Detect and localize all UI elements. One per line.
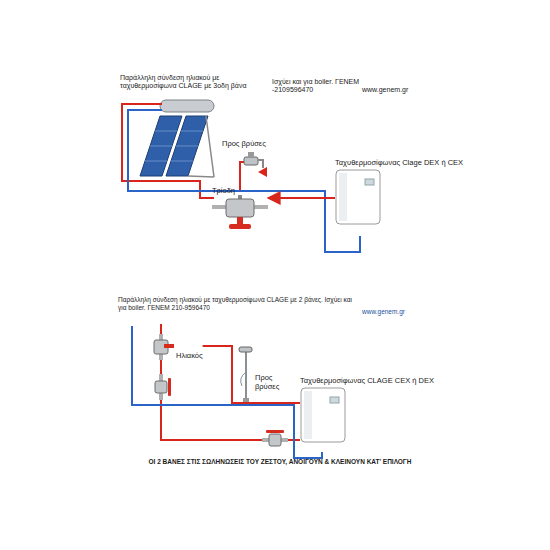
valve (155, 374, 171, 400)
note: Ισχύει και για boiler. ΓΕΝΕΜ -2109596470 (272, 78, 360, 95)
water-heater: Ταχυθερμοσίφωνας CLAGE CEX ή DEX (300, 376, 436, 443)
footnote: ΟΙ 2 ΒΑΝΕΣ ΣΤΙΣ ΣΩΛΗΝΩΣΕΙΣ ΤΟΥ ΖΕΣΤΟΥ, Α… (100, 458, 460, 466)
hot-water-pipe (268, 197, 335, 199)
node-label: Τρίοδη (212, 186, 268, 195)
node-label: Ηλιακός (176, 351, 203, 360)
node-label: Ταχυθερμοσίφωνας Clage DEX ή CEX (335, 158, 466, 167)
outlet-label: Προς βρύσες (255, 373, 293, 391)
shower (239, 347, 252, 402)
hot-pipe (122, 104, 214, 198)
valve: Ηλιακός (148, 334, 203, 360)
valve (262, 430, 288, 446)
node-label: Ταχυθερμοσίφωνας CLAGE CEX ή DEX (300, 376, 436, 385)
water-heater: Ταχυθερμοσίφωνας Clage DEX ή CEX (335, 158, 466, 225)
flow-arrow (258, 167, 267, 177)
hot-pipe (240, 162, 246, 190)
heading: Παράλληλη σύνδεση ηλιακού με ταχυθερμοσί… (118, 296, 354, 312)
cold-pipe (132, 326, 322, 458)
three-way-valve: Τρίοδη (212, 186, 268, 231)
heater-body (335, 169, 381, 225)
outlet-label: Προς βρύσες (222, 139, 266, 148)
heater-body (300, 387, 346, 443)
web-address: www.genem.gr (362, 308, 405, 316)
solar-collector (140, 100, 214, 177)
valve-body (148, 334, 174, 360)
hot-pipe (160, 360, 162, 374)
web-address: www.genem.gr (362, 86, 408, 94)
heading: Παράλληλη σύνδεση ηλιακού με ταχυθερμοσί… (120, 74, 270, 91)
faucet (244, 152, 263, 168)
hot-water-pipe (203, 346, 300, 403)
cold-pipe (128, 110, 360, 252)
valve-body (212, 195, 268, 231)
hot-pipe (160, 324, 162, 334)
